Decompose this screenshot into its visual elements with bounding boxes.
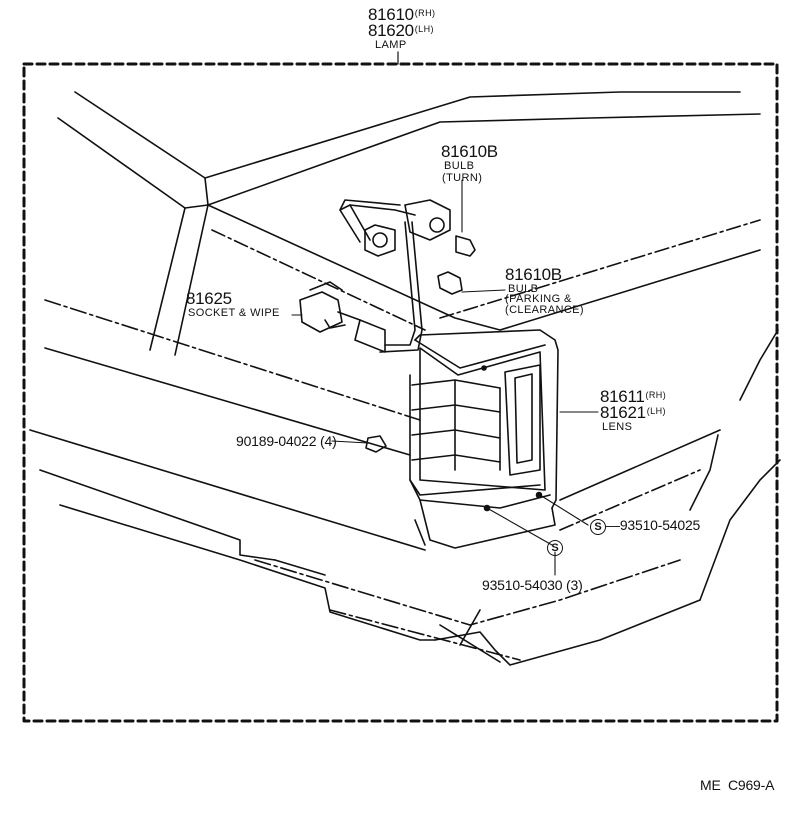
bulb-parking-desc2: (PARKING & xyxy=(505,293,572,305)
screw-2-mark: S xyxy=(547,540,563,556)
lens-part-lh-number: 81621 xyxy=(600,403,646,422)
bulb-turn-desc1: BULB xyxy=(444,160,475,172)
nut-part: 90189-04022 xyxy=(236,433,317,449)
socket-part: 81625 xyxy=(186,289,232,308)
wire-harness xyxy=(299,199,476,453)
vehicle-body xyxy=(29,91,781,666)
bulb-turn-desc2: (TURN) xyxy=(442,172,483,184)
lens-part-lh: 81621(LH) xyxy=(600,404,666,421)
bulb-parking-part: 81610B xyxy=(505,265,562,284)
screw-1-mark: S xyxy=(590,519,606,535)
screw-1-label: S—93510-54025 xyxy=(590,518,700,535)
lens-rh-tag: (RH) xyxy=(645,390,667,400)
leader-lines xyxy=(291,179,599,576)
lamp-part-rh-number: 81610 xyxy=(368,5,414,24)
screw-2-qty: (3) xyxy=(566,577,583,593)
nut-qty: (4) xyxy=(320,433,337,449)
lens-part-rh-number: 81611 xyxy=(600,387,645,406)
screw-2-label: 93510-54030 (3) xyxy=(482,578,583,592)
diagram-code: ME C969-A xyxy=(700,777,775,793)
bulb-parking-desc1: BULB xyxy=(508,283,539,295)
bulb-parking-desc3-text: CLEARANCE xyxy=(509,304,580,316)
lamp-part-lh-number: 81620 xyxy=(368,21,414,40)
lens-desc: LENS xyxy=(602,421,633,433)
lamp-desc: LAMP xyxy=(375,39,407,51)
bulb-turn-part: 81610B xyxy=(441,142,498,161)
lamp-lh-tag: (LH) xyxy=(414,24,434,34)
lamp-part-lh: 81620(LH) xyxy=(368,22,434,39)
assembly-boundary xyxy=(22,62,779,723)
lamp-rh-tag: (RH) xyxy=(414,8,436,18)
bulb-parking-desc3: (CLEARANCE) xyxy=(505,304,584,316)
lamp-part-rh: 81610(RH) xyxy=(368,6,435,23)
socket-desc: SOCKET & WIPE xyxy=(188,307,280,319)
screw-2-part: 93510-54030 xyxy=(482,577,563,593)
nut-label: 90189-04022 (4) xyxy=(236,434,337,448)
lens-part-rh: 81611(RH) xyxy=(600,388,666,405)
screw-1-part: 93510-54025 xyxy=(619,517,701,533)
screw-2-mark-wrap: S xyxy=(547,539,563,556)
lamp-lens-assembly xyxy=(409,329,559,549)
lens-lh-tag: (LH) xyxy=(646,406,666,416)
bulb-parking-desc2-text: PARKING & xyxy=(509,293,572,305)
